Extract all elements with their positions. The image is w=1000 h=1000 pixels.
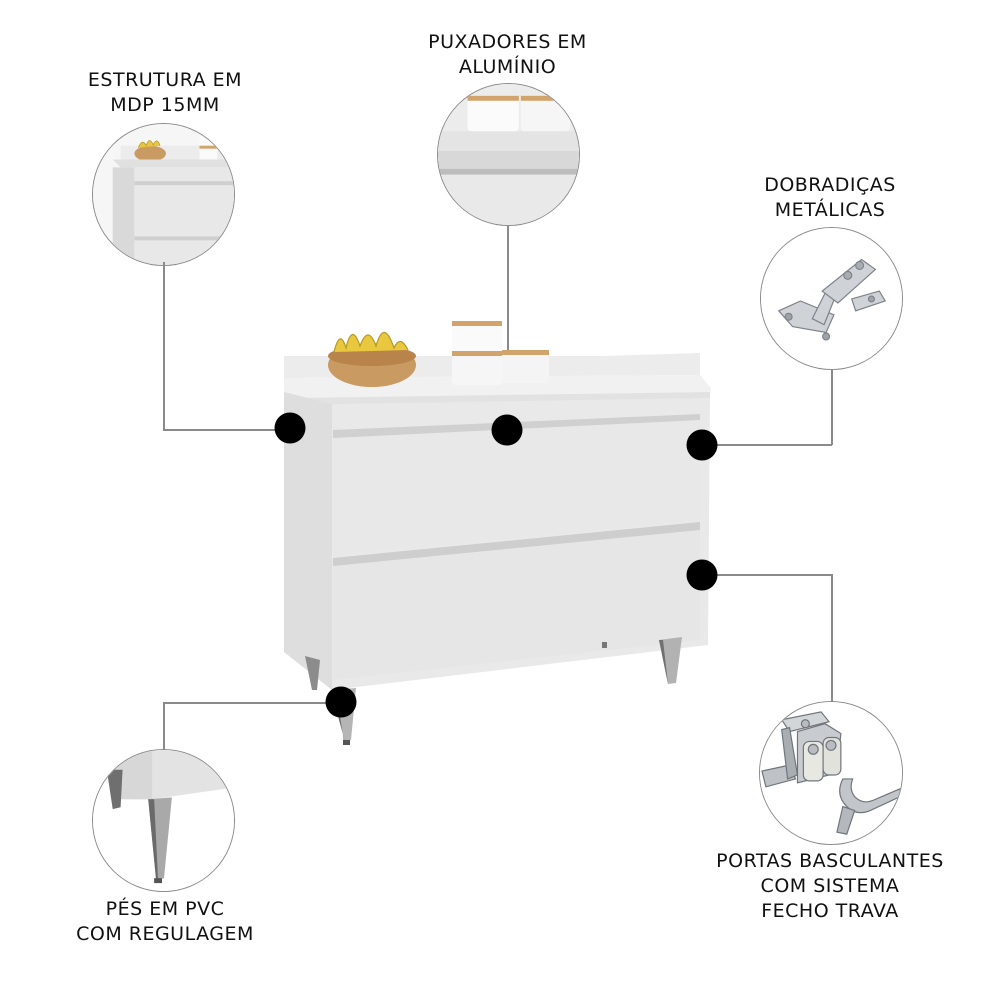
connector-dobradicas-horizontal [705, 444, 832, 446]
cabinet-corner-image [93, 124, 234, 265]
connector-portas-horizontal [705, 574, 832, 576]
label-line: PUXADORES EM [428, 31, 587, 53]
roller-catch-image [760, 702, 902, 844]
label-line: PÉS EM PVC [105, 898, 225, 920]
label-line: ALUMÍNIO [458, 56, 557, 78]
marker-dot-puxadores[interactable] [491, 414, 523, 446]
detail-circle-portas [759, 701, 903, 845]
label-line: ESTRUTURA EM [87, 69, 243, 91]
feature-label-pes: PÉS EM PVC COM REGULAGEM [55, 897, 275, 947]
label-line: MDP 15MM [110, 94, 220, 116]
connector-portas-vertical [831, 574, 833, 702]
marker-dot-estrutura[interactable] [274, 412, 306, 444]
detail-circle-pes [92, 749, 235, 892]
pvc-leg-image [93, 750, 234, 891]
connector-dobradicas-vertical [831, 370, 833, 445]
label-line: FECHO TRAVA [761, 900, 899, 922]
connector-pes-horizontal [163, 702, 343, 704]
feature-label-estrutura: ESTRUTURA EM MDP 15MM [60, 68, 270, 118]
connector-estrutura-horizontal [163, 429, 288, 431]
feature-label-portas: PORTAS BASCULANTES COM SISTEMA FECHO TRA… [700, 849, 960, 924]
detail-circle-dobradicas [760, 227, 903, 370]
marker-dot-portas[interactable] [686, 559, 718, 591]
label-line: METÁLICAS [774, 199, 886, 221]
connector-estrutura-vertical [163, 262, 165, 430]
label-line: DOBRADIÇAS [764, 174, 896, 196]
feature-label-dobradicas: DOBRADIÇAS METÁLICAS [735, 173, 925, 223]
label-line: PORTAS BASCULANTES [716, 850, 944, 872]
connector-puxadores-vertical [507, 225, 509, 430]
detail-circle-estrutura [92, 123, 235, 266]
connector-pes-vertical [163, 702, 165, 750]
label-line: COM REGULAGEM [76, 923, 254, 945]
marker-dot-dobradicas[interactable] [686, 429, 718, 461]
label-line: COM SISTEMA [760, 875, 900, 897]
metal-hinge-image [761, 228, 902, 369]
marker-dot-pes[interactable] [325, 686, 357, 718]
feature-label-puxadores: PUXADORES EM ALUMÍNIO [400, 30, 615, 80]
